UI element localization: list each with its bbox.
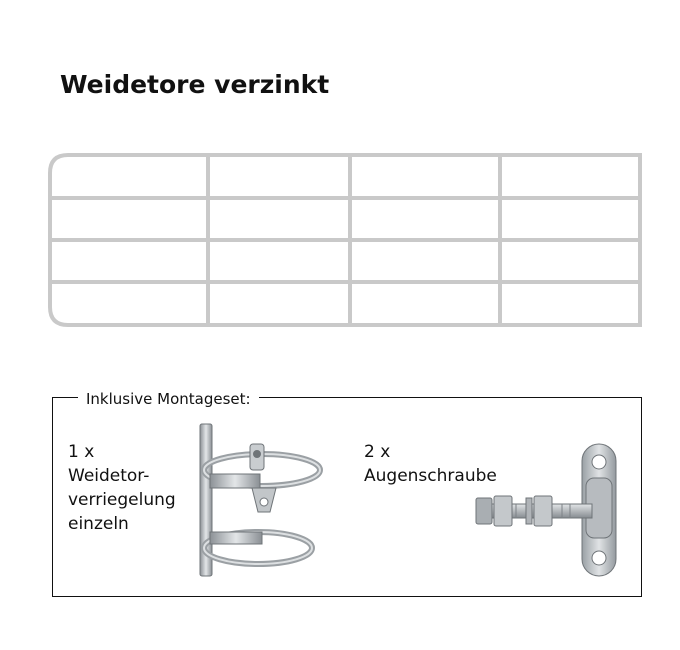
page-title: Weidetore verzinkt — [60, 70, 330, 99]
item-screw-text: 2 x Augenschraube — [364, 440, 497, 488]
item-latch-text: 1 x Weidetor- verriegelung einzeln — [68, 440, 176, 536]
item-name-line: verriegelung — [68, 490, 176, 510]
montageset-label: Inklusive Montageset: — [78, 390, 259, 408]
montageset-box — [52, 397, 642, 597]
gate-illustration — [48, 153, 642, 327]
item-name-line: Weidetor- — [68, 466, 150, 486]
item-name-line: Augenschraube — [364, 466, 497, 486]
item-quantity: 1 x — [68, 442, 95, 462]
item-quantity: 2 x — [364, 442, 391, 462]
item-name-line: einzeln — [68, 514, 129, 534]
gate-latch-icon — [199, 423, 323, 577]
eye-bolt-icon — [475, 443, 617, 577]
